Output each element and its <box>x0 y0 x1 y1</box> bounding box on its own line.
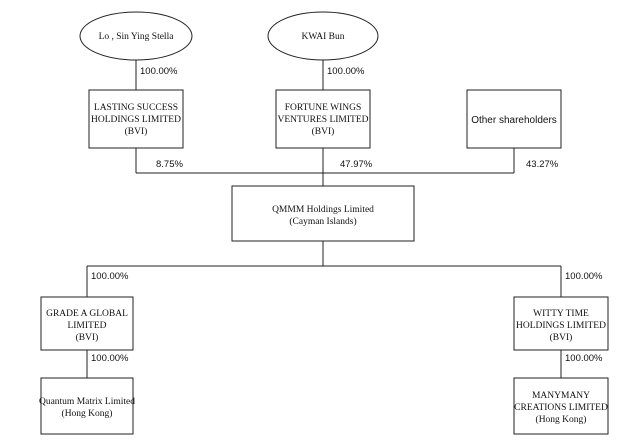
percent-qmmm-to-grade: 100.00% <box>91 271 129 282</box>
owner-ellipse <box>267 11 379 61</box>
percent-other-to-qmmm: 43.27% <box>526 159 559 170</box>
company-jurisdiction: (Hong Kong) <box>536 414 587 425</box>
owner-kwai-bun: KWAI Bun <box>267 11 379 61</box>
shareholder-label: Other shareholders <box>471 115 557 126</box>
company-box <box>40 377 134 435</box>
company-box <box>466 89 562 149</box>
company-qmmm-holdings: QMMM Holdings Limited (Cayman Islands) <box>231 185 415 242</box>
company-name-line: QMMM Holdings Limited <box>272 205 374 215</box>
company-name-line: WITTY TIME <box>533 309 589 319</box>
company-name-line: FORTUNE WINGS <box>285 103 362 113</box>
company-name-line: GRADE A GLOBAL <box>46 309 128 319</box>
company-name-line: HOLDINGS LIMITED <box>91 115 181 125</box>
company-name-line: LASTING SUCCESS <box>94 103 178 113</box>
ownership-percentages: 100.00% 100.00% 8.75% 47.97% 43.27% 100.… <box>91 66 603 364</box>
company-box <box>275 89 371 149</box>
company-grade-a-global: GRADE A GLOBAL LIMITED (BVI) <box>40 296 134 351</box>
company-box <box>513 296 609 351</box>
percent-fortune-to-qmmm: 47.97% <box>340 159 373 170</box>
company-box <box>88 89 184 149</box>
company-jurisdiction: (Cayman Islands) <box>289 216 356 227</box>
company-box <box>40 296 134 351</box>
owner-lo-sin-ying-stella: Lo , Sin Ying Stella <box>79 11 193 61</box>
company-fortune-wings: FORTUNE WINGS VENTURES LIMITED (BVI) <box>275 89 371 149</box>
company-jurisdiction: (BVI) <box>550 332 573 343</box>
company-lasting-success: LASTING SUCCESS HOLDINGS LIMITED (BVI) <box>88 89 184 149</box>
owner-ellipse <box>79 11 193 61</box>
company-jurisdiction: (BVI) <box>125 126 148 137</box>
company-name-line: LIMITED <box>67 321 106 331</box>
company-name-line: Quantum Matrix Limited <box>39 397 135 407</box>
percent-lasting-to-qmmm: 8.75% <box>156 159 183 170</box>
company-name-line: CREATIONS LIMITED <box>514 403 608 413</box>
company-name-line: MANYMANY <box>532 391 590 401</box>
percent-witty-to-manymany: 100.00% <box>565 353 603 364</box>
company-jurisdiction: (BVI) <box>76 332 99 343</box>
company-jurisdiction: (BVI) <box>312 126 335 137</box>
company-jurisdiction: (Hong Kong) <box>62 408 113 419</box>
company-name-line: HOLDINGS LIMITED <box>516 321 606 331</box>
company-witty-time: WITTY TIME HOLDINGS LIMITED (BVI) <box>513 296 609 351</box>
company-name-line: VENTURES LIMITED <box>277 115 368 125</box>
other-shareholders: Other shareholders <box>466 89 562 149</box>
owner-name: KWAI Bun <box>301 32 344 42</box>
percent-grade-to-quantum: 100.00% <box>91 353 129 364</box>
owner-name: Lo , Sin Ying Stella <box>99 32 175 42</box>
company-box <box>513 377 609 435</box>
percent-qmmm-to-witty: 100.00% <box>565 271 603 282</box>
company-box <box>231 185 415 242</box>
company-quantum-matrix: Quantum Matrix Limited (Hong Kong) <box>39 377 135 435</box>
percent-lo-to-lasting: 100.00% <box>140 66 178 77</box>
connectors <box>86 60 562 378</box>
percent-kwai-to-fortune: 100.00% <box>327 66 365 77</box>
company-manymany-creations: MANYMANY CREATIONS LIMITED (Hong Kong) <box>513 377 609 435</box>
